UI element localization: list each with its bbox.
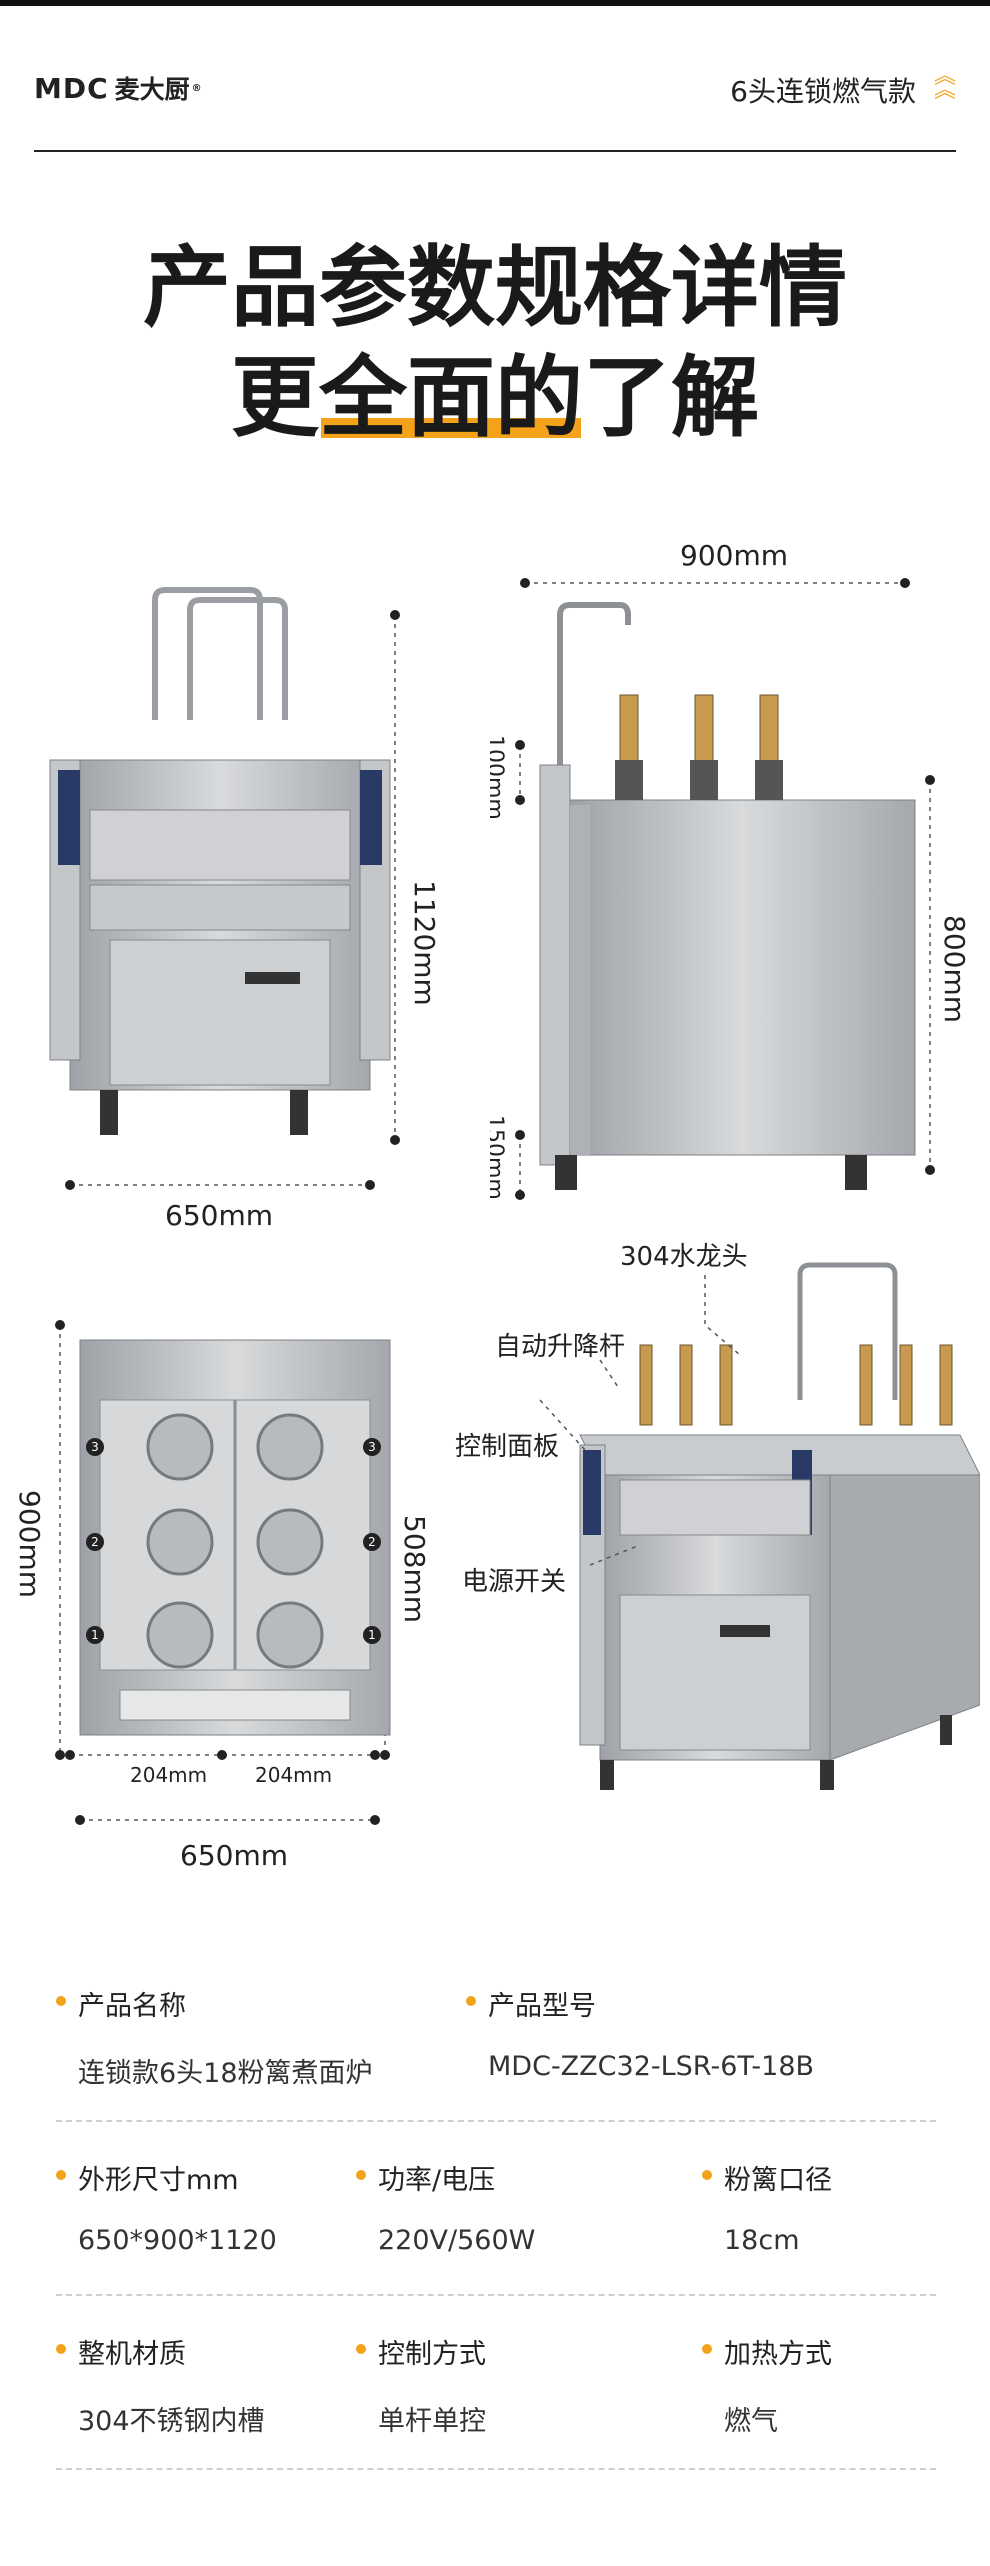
isometric-view-figure: 304水龙头 自动升降杆 控制面板 电源开关: [455, 1242, 980, 1790]
spec-table: 产品名称 连锁款6头18粉篱煮面炉 产品型号 MDC-ZZC32-LSR-6T-…: [56, 1970, 936, 2470]
spec-item: 整机材质 304不锈钢内槽: [56, 2332, 265, 2438]
spec-value: 连锁款6头18粉篱煮面炉: [78, 2058, 373, 2089]
side-body-label: 800mm: [938, 915, 970, 1023]
top-view-figure: 3 2 1 3 2 1 900mm 508mm 204mm 204mm 650m…: [13, 1320, 430, 1872]
spec-item: 功率/电压 220V/560W: [356, 2158, 535, 2256]
headline-suffix: 了解: [583, 346, 760, 449]
basket-number-right-1: 1: [368, 1628, 376, 1642]
front-view-figure: 1120mm 650mm: [49, 587, 440, 1232]
headline-line-2: 更全面的了解: [0, 348, 990, 448]
basket-number-left-1: 1: [91, 1628, 99, 1642]
spec-row-3: 整机材质 304不锈钢内槽 控制方式 单杆单控 加热方式 燃气: [56, 2296, 936, 2470]
spec-item: 产品型号 MDC-ZZC32-LSR-6T-18B: [466, 1984, 814, 2082]
spec-row-1: 产品名称 连锁款6头18粉篱煮面炉 产品型号 MDC-ZZC32-LSR-6T-…: [56, 1970, 936, 2122]
basket-number-right-2: 2: [368, 1535, 376, 1549]
spec-value: 18cm: [724, 2225, 800, 2256]
top-bar: [0, 0, 990, 6]
top-col2-label: 204mm: [255, 1763, 332, 1787]
front-width-label: 650mm: [165, 1199, 273, 1232]
spec-label: 粉篱口径: [702, 2158, 832, 2197]
spec-row-2: 外形尺寸mm 650*900*1120 功率/电压 220V/560W 粉篱口径…: [56, 2122, 936, 2296]
callout-panel: 控制面板: [455, 1432, 559, 1462]
side-width-label: 900mm: [680, 539, 788, 572]
spec-value: 单杆单控: [378, 2406, 486, 2437]
spec-item: 产品名称 连锁款6头18粉篱煮面炉: [56, 1984, 373, 2090]
spec-label: 功率/电压: [356, 2158, 535, 2197]
spec-label: 产品名称: [56, 1984, 373, 2023]
callout-power: 电源开关: [462, 1567, 566, 1597]
top-col1-label: 204mm: [130, 1763, 207, 1787]
spec-item: 控制方式 单杆单控: [356, 2332, 486, 2438]
logo-chinese: 麦大厨: [114, 75, 190, 104]
registered-mark: ®: [191, 82, 202, 94]
top-depth-label: 900mm: [13, 1490, 46, 1598]
spec-item: 外形尺寸mm 650*900*1120: [56, 2158, 277, 2256]
spec-label: 整机材质: [56, 2332, 265, 2371]
brand-logo: MDC 麦大厨 ®: [34, 70, 202, 106]
basket-number-right-3: 3: [368, 1440, 376, 1454]
headline-highlight: 全面的: [318, 346, 583, 449]
chevron-up-icon: ︽︽: [933, 64, 956, 103]
spec-item: 加热方式 燃气: [702, 2332, 832, 2438]
spec-item: 粉篱口径 18cm: [702, 2158, 832, 2256]
headline-prefix: 更: [230, 346, 319, 449]
spec-value: 650*900*1120: [78, 2225, 277, 2256]
spec-value: MDC-ZZC32-LSR-6T-18B: [488, 2051, 815, 2082]
top-inner-label: 508mm: [398, 1515, 430, 1623]
basket-number-left-2: 2: [91, 1535, 99, 1549]
spec-value: 304不锈钢内槽: [78, 2406, 265, 2437]
top-width-label: 650mm: [180, 1839, 288, 1872]
side-leg-label: 150mm: [490, 1115, 507, 1200]
side-view-figure: 900mm 100mm 150mm 800mm: [490, 539, 970, 1200]
headline-line-1: 产品参数规格详情: [142, 236, 847, 339]
callout-faucet: 304水龙头: [620, 1242, 748, 1272]
spec-label: 外形尺寸mm: [56, 2158, 277, 2197]
basket-number-left-3: 3: [91, 1440, 99, 1454]
side-top-label: 100mm: [490, 735, 507, 820]
spec-value: 燃气: [724, 2406, 778, 2437]
spec-label: 控制方式: [356, 2332, 486, 2371]
header-title: 6头连锁燃气款: [730, 75, 916, 108]
logo-latin: MDC: [34, 71, 109, 105]
spec-value: 220V/560W: [378, 2225, 536, 2256]
front-height-label: 1120mm: [408, 880, 440, 1006]
spec-label: 加热方式: [702, 2332, 832, 2371]
callout-lift: 自动升降杆: [495, 1332, 625, 1362]
spec-label: 产品型号: [466, 1984, 814, 2023]
page-header: MDC 麦大厨 ® 6头连锁燃气款 ︽︽: [34, 62, 956, 152]
